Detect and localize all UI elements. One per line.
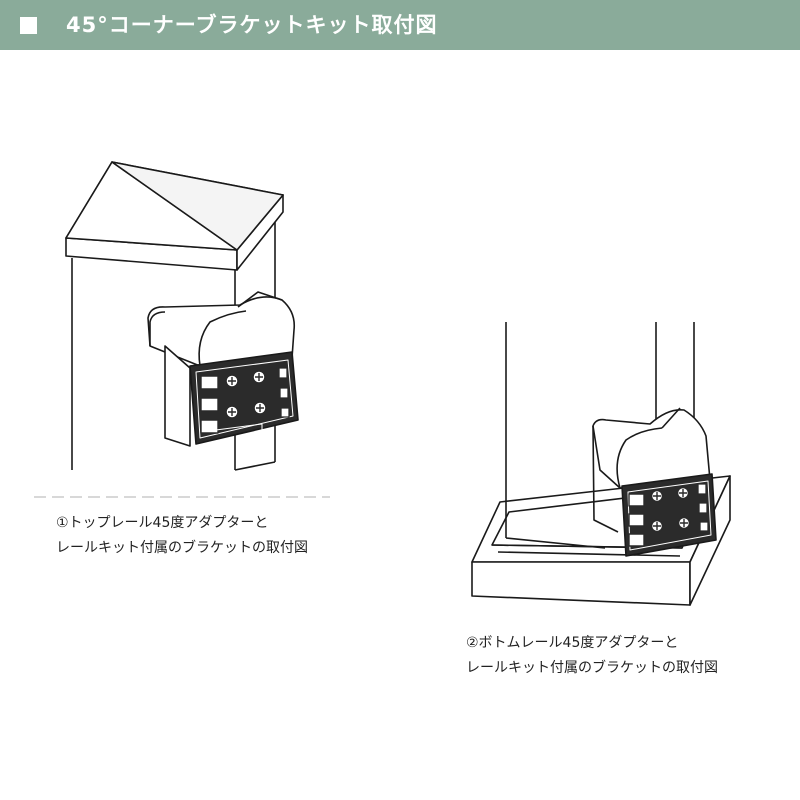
header-bar: 45°コーナーブラケットキット取付図 [0, 0, 800, 50]
figure-1-caption: ①トップレール45度アダプターと レールキット付属のブラケットの取付図 [56, 511, 308, 561]
header-square-marker [20, 17, 37, 34]
figure-1-caption-line-2: レールキット付属のブラケットの取付図 [56, 540, 308, 556]
figure-2-bottom-rail-drawing [471, 322, 731, 606]
figure-2-caption: ②ボトムレール45度アダプターと レールキット付属のブラケットの取付図 [466, 631, 718, 681]
figure-2-caption-line-2: レールキット付属のブラケットの取付図 [466, 660, 718, 676]
page-title: 45°コーナーブラケットキット取付図 [66, 13, 438, 37]
figure-2-caption-line-1: ②ボトムレール45度アダプターと [466, 635, 679, 651]
figure-1-top-rail-drawing [65, 161, 299, 471]
figure-1-caption-line-1: ①トップレール45度アダプターと [56, 515, 269, 531]
